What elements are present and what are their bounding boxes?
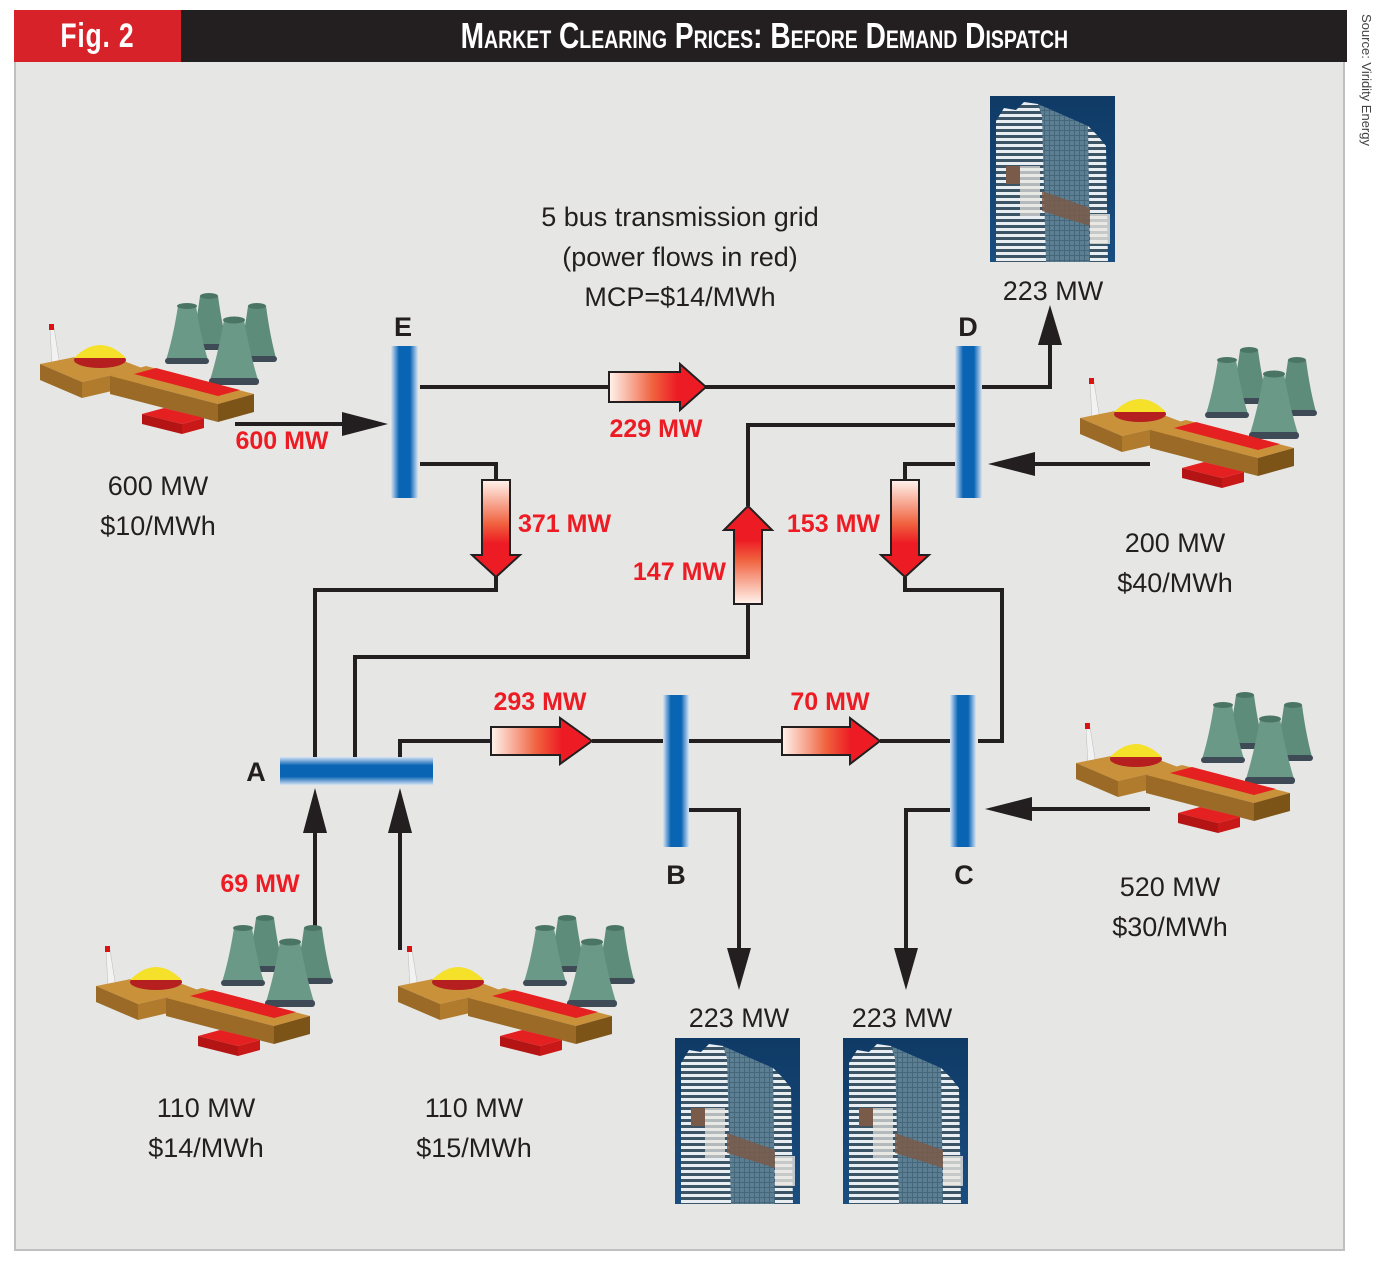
transmission-lines (235, 345, 1150, 950)
bus-e (391, 346, 418, 498)
line-b-load (689, 808, 741, 950)
flow-arrow-b-c (781, 715, 882, 767)
gen-d-capacity: 200 MW (1125, 528, 1226, 558)
line-d-c-lower (903, 577, 1004, 743)
flow-arrow-d-c (878, 479, 932, 579)
load-c-demand: 223 MW (852, 1003, 953, 1033)
bus-label-e: E (394, 312, 412, 342)
figure-title-text: Market Clearing Prices: Before Demand Di… (460, 15, 1068, 56)
arrowhead-gen-d (988, 452, 1035, 476)
power-plant-icon (397, 914, 636, 1057)
line-e-a-upper (420, 462, 498, 480)
arrowhead-load-d (1038, 305, 1062, 345)
gen-d-price: $40/MWh (1117, 568, 1233, 598)
office-building-icon (843, 1038, 968, 1204)
gen-c-capacity: 520 MW (1120, 872, 1221, 902)
bus-label-a: A (246, 757, 266, 787)
figure-header: Fig. 2 Market Clearing Prices: Before De… (14, 10, 1347, 62)
power-plant-icon (1079, 346, 1318, 489)
caption-line-2: (power flows in red) (562, 242, 798, 272)
bus-label-c: C (954, 860, 974, 890)
buses (280, 346, 982, 847)
flow-label-e-a: 371 MW (518, 510, 611, 538)
load-d-demand: 223 MW (1003, 276, 1104, 306)
line-a-b-start (398, 739, 490, 760)
gen-a1-output-label: 69 MW (220, 870, 300, 898)
line-e-a-lower (313, 574, 498, 760)
gen-e-capacity: 600 MW (108, 471, 209, 501)
flow-label-e-d: 229 MW (609, 415, 702, 443)
gen-c-price: $30/MWh (1112, 912, 1228, 942)
flow-arrow-a-b (490, 716, 594, 766)
direction-arrowheads (303, 305, 1062, 990)
bus-d (955, 346, 982, 498)
arrowhead-gen-e (342, 412, 388, 436)
gen-e-output-label: 600 MW (235, 427, 328, 455)
flow-arrows (469, 361, 932, 767)
line-a-d-lower (353, 604, 750, 760)
flow-label-a-d: 147 MW (633, 558, 726, 586)
line-a-d-upper (746, 423, 955, 506)
caption-line-3: MCP=$14/MWh (584, 282, 775, 312)
power-plant-icon (1075, 691, 1314, 834)
bus-label-b: B (666, 860, 686, 890)
arrowhead-gen-a2 (388, 788, 412, 833)
power-plant-icon (39, 292, 278, 435)
figure-tag-text: Fig. 2 (60, 17, 135, 55)
power-plant-icon (95, 914, 334, 1057)
figure-tag: Fig. 2 (14, 10, 181, 62)
arrowhead-load-c (894, 948, 918, 990)
flow-label-a-b: 293 MW (493, 688, 586, 716)
bus-b (663, 695, 689, 847)
gen-a1-price: $14/MWh (148, 1133, 264, 1163)
gen-a2-price: $15/MWh (416, 1133, 532, 1163)
flow-arrow-e-a (469, 479, 523, 579)
line-d-load (980, 345, 1052, 389)
office-building-icon (990, 96, 1115, 262)
bus-c (950, 695, 976, 847)
arrowhead-load-b (727, 948, 751, 990)
flow-arrow-a-d (721, 504, 775, 605)
bus-a (280, 757, 433, 785)
flow-arrow-e-d (608, 361, 708, 413)
bus-label-d: D (958, 312, 978, 342)
flow-label-b-c: 70 MW (790, 688, 870, 716)
line-d-c-upper (903, 462, 955, 480)
load-b-demand: 223 MW (689, 1003, 790, 1033)
figure-title: Market Clearing Prices: Before Demand Di… (181, 10, 1347, 62)
arrowhead-gen-c (985, 797, 1032, 821)
gen-a1-capacity: 110 MW (157, 1093, 256, 1123)
gen-e-price: $10/MWh (100, 511, 216, 541)
gen-a2-capacity: 110 MW (425, 1093, 524, 1123)
office-building-icon (675, 1038, 800, 1204)
flow-label-d-c: 153 MW (787, 510, 880, 538)
caption-line-1: 5 bus transmission grid (541, 202, 819, 232)
arrowhead-gen-a1 (303, 788, 327, 833)
line-c-load (904, 808, 950, 950)
grid-caption: 5 bus transmission grid (power flows in … (541, 202, 819, 312)
